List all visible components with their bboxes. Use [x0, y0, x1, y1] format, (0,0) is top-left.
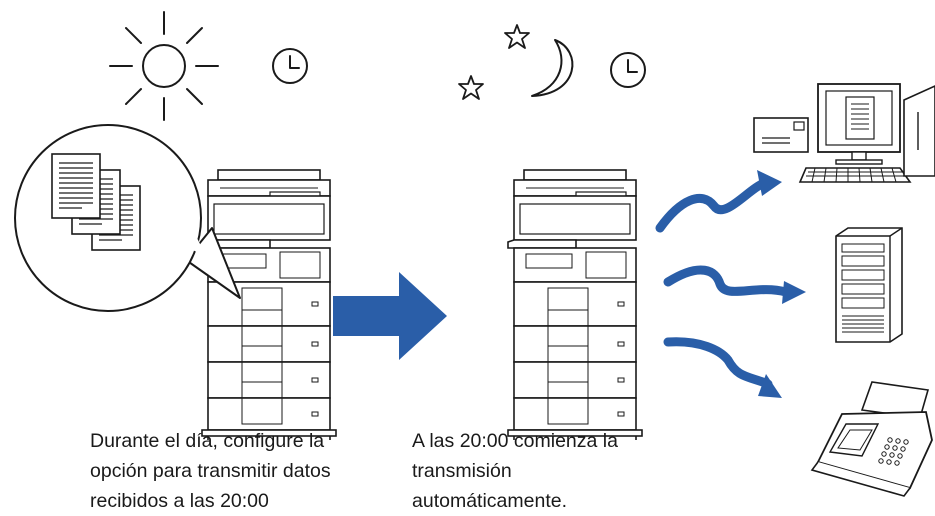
fax-icon	[810, 381, 933, 497]
envelope-icon	[753, 117, 809, 153]
clock-icon	[610, 52, 646, 88]
arrow-head	[758, 374, 782, 398]
sun-icon	[109, 11, 219, 121]
documents-icon	[14, 124, 241, 312]
caption-day-line-2: opción para transmitir datos	[90, 460, 331, 482]
printer-icon	[201, 169, 337, 441]
transmission-arrows	[655, 179, 791, 389]
star-icon	[458, 75, 484, 100]
star-icon	[504, 24, 530, 49]
arrow-head	[757, 170, 782, 196]
caption-day-line-3: recibidos a las 20:00	[90, 490, 269, 512]
caption-day: Durante el día, configure la opción para…	[90, 426, 331, 516]
server-icon	[835, 227, 903, 343]
caption-night-line-1: A las 20:00 comienza la	[412, 430, 618, 452]
moon-icon	[531, 39, 574, 97]
clock-icon	[272, 48, 308, 84]
computer-icon	[798, 83, 935, 183]
arrow-right-icon	[333, 272, 447, 360]
caption-night-line-3: automáticamente.	[412, 490, 568, 512]
printer-icon	[507, 169, 643, 441]
caption-night-line-2: transmisión	[412, 460, 512, 482]
arrow-head	[782, 281, 806, 304]
caption-night: A las 20:00 comienza la transmisión auto…	[412, 426, 618, 516]
caption-day-line-1: Durante el día, configure la	[90, 430, 325, 452]
